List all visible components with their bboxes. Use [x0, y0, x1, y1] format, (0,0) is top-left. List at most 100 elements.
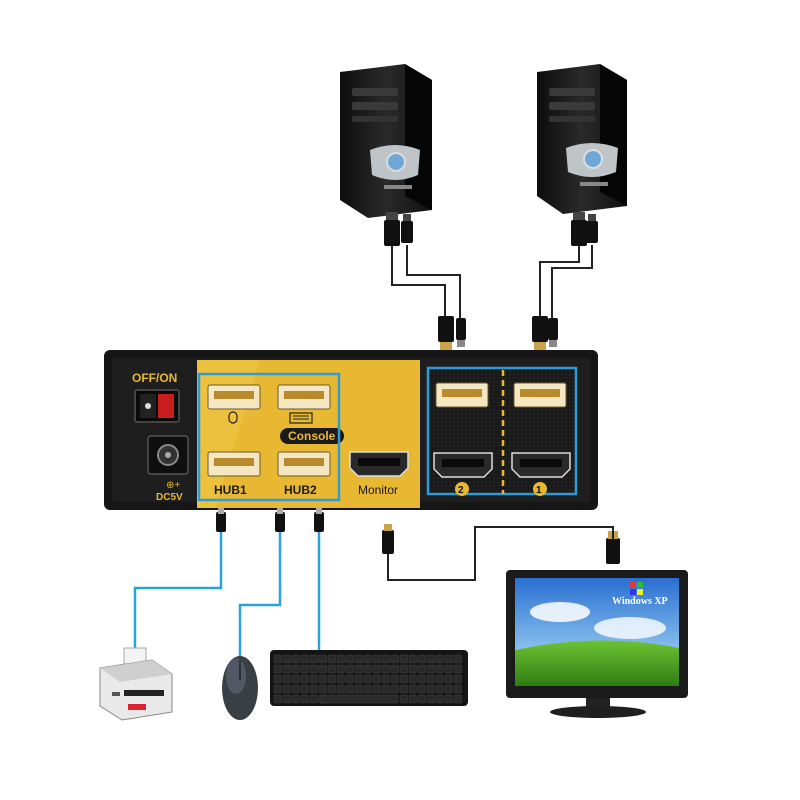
keyboard-key	[300, 684, 309, 694]
port-number-1: 1	[536, 485, 542, 496]
keyboard-key	[390, 684, 399, 694]
dc-voltage-label: DC5V	[156, 492, 183, 503]
keyboard-key	[300, 664, 309, 674]
keyboard-key	[408, 674, 417, 684]
usb-port-hub2[interactable]	[277, 451, 331, 477]
keyboard-key	[309, 654, 318, 664]
keyboard-key	[354, 684, 363, 694]
keyboard-key	[417, 674, 426, 684]
keyboard-key	[354, 674, 363, 684]
keyboard-key	[291, 694, 300, 704]
printer	[99, 647, 173, 721]
keyboard-key	[381, 664, 390, 674]
keyboard-key	[453, 674, 462, 684]
keyboard-key	[327, 684, 336, 694]
port-number-badge-2: 2	[455, 482, 469, 496]
keyboard-key	[300, 654, 309, 664]
port-number-2: 2	[458, 485, 464, 496]
usb-port-pc2[interactable]	[435, 382, 489, 408]
hub1-label: HUB1	[214, 483, 247, 497]
keyboard-key	[282, 694, 291, 704]
keyboard-key	[399, 684, 408, 694]
keyboard-key	[363, 674, 372, 684]
keyboard-key	[345, 684, 354, 694]
keyboard-key	[300, 674, 309, 684]
keyboard-key	[444, 654, 453, 664]
keyboard-key	[345, 654, 354, 664]
keyboard-key	[318, 684, 327, 694]
keyboard-spacebar	[321, 694, 399, 704]
keyboard-key	[444, 674, 453, 684]
keyboard-key	[372, 684, 381, 694]
keyboard-key	[327, 654, 336, 664]
peripheral-cables	[133, 532, 321, 660]
keyboard-icon	[289, 412, 313, 424]
usb-port-keyboard[interactable]	[277, 384, 331, 410]
console-label: Console	[288, 429, 336, 443]
keyboard-key	[381, 654, 390, 664]
keyboard-key	[345, 674, 354, 684]
usb-port-mouse[interactable]	[207, 384, 261, 410]
keyboard-key	[399, 674, 408, 684]
keyboard-key	[273, 674, 282, 684]
keyboard-key	[408, 654, 417, 664]
usb-port-hub1[interactable]	[207, 451, 261, 477]
keyboard-key	[372, 664, 381, 674]
keyboard-key	[408, 664, 417, 674]
keyboard-key	[300, 694, 309, 704]
keyboard-key	[426, 654, 435, 664]
keyboard-key	[399, 664, 408, 674]
keyboard-key	[426, 674, 435, 684]
keyboard-key	[417, 684, 426, 694]
keyboard-key	[453, 664, 462, 674]
keyboard-key	[408, 694, 417, 704]
hdmi-port-monitor[interactable]	[349, 451, 409, 477]
keyboard-key	[282, 664, 291, 674]
keyboard-key	[291, 654, 300, 664]
keyboard-key	[399, 694, 408, 704]
keyboard-key	[345, 664, 354, 674]
keyboard-key	[363, 664, 372, 674]
keyboard-key	[273, 654, 282, 664]
keyboard-key	[426, 694, 435, 704]
keyboard-key	[282, 674, 291, 684]
keyboard-key	[453, 694, 462, 704]
usb-port-pc1[interactable]	[513, 382, 567, 408]
keyboard-key	[417, 654, 426, 664]
keyboard-key	[435, 684, 444, 694]
keyboard-key	[282, 654, 291, 664]
keyboard-key	[444, 684, 453, 694]
keyboard-key	[273, 664, 282, 674]
keyboard-key	[381, 684, 390, 694]
keyboard-key	[336, 674, 345, 684]
keyboard-key	[435, 654, 444, 664]
keyboard-key	[408, 684, 417, 694]
dc-polarity-label: ⊕+	[166, 480, 180, 491]
keyboard-key	[390, 654, 399, 664]
keyboard-key	[390, 664, 399, 674]
hdmi-port-pc1[interactable]	[511, 452, 571, 478]
keyboard-key	[417, 664, 426, 674]
hdmi-connector-pc2	[571, 212, 598, 246]
keyboard-key	[273, 684, 282, 694]
hdmi-port-pc2[interactable]	[433, 452, 493, 478]
keyboard-key	[309, 674, 318, 684]
keyboard-key	[309, 684, 318, 694]
keyboard-key	[327, 664, 336, 674]
keyboard-key	[453, 684, 462, 694]
console-badge: Console	[280, 428, 344, 444]
keyboard-key	[426, 684, 435, 694]
keyboard-key	[336, 654, 345, 664]
mouse	[222, 656, 258, 720]
keyboard	[270, 650, 468, 706]
keyboard-key	[318, 654, 327, 664]
keyboard-key	[363, 654, 372, 664]
hdmi-connector-pc1	[384, 212, 413, 246]
keyboard-key	[282, 684, 291, 694]
keyboard-key	[426, 664, 435, 674]
keyboard-key	[444, 664, 453, 674]
monitor-port-label: Monitor	[358, 483, 398, 497]
keyboard-key	[336, 684, 345, 694]
keyboard-key	[372, 654, 381, 664]
